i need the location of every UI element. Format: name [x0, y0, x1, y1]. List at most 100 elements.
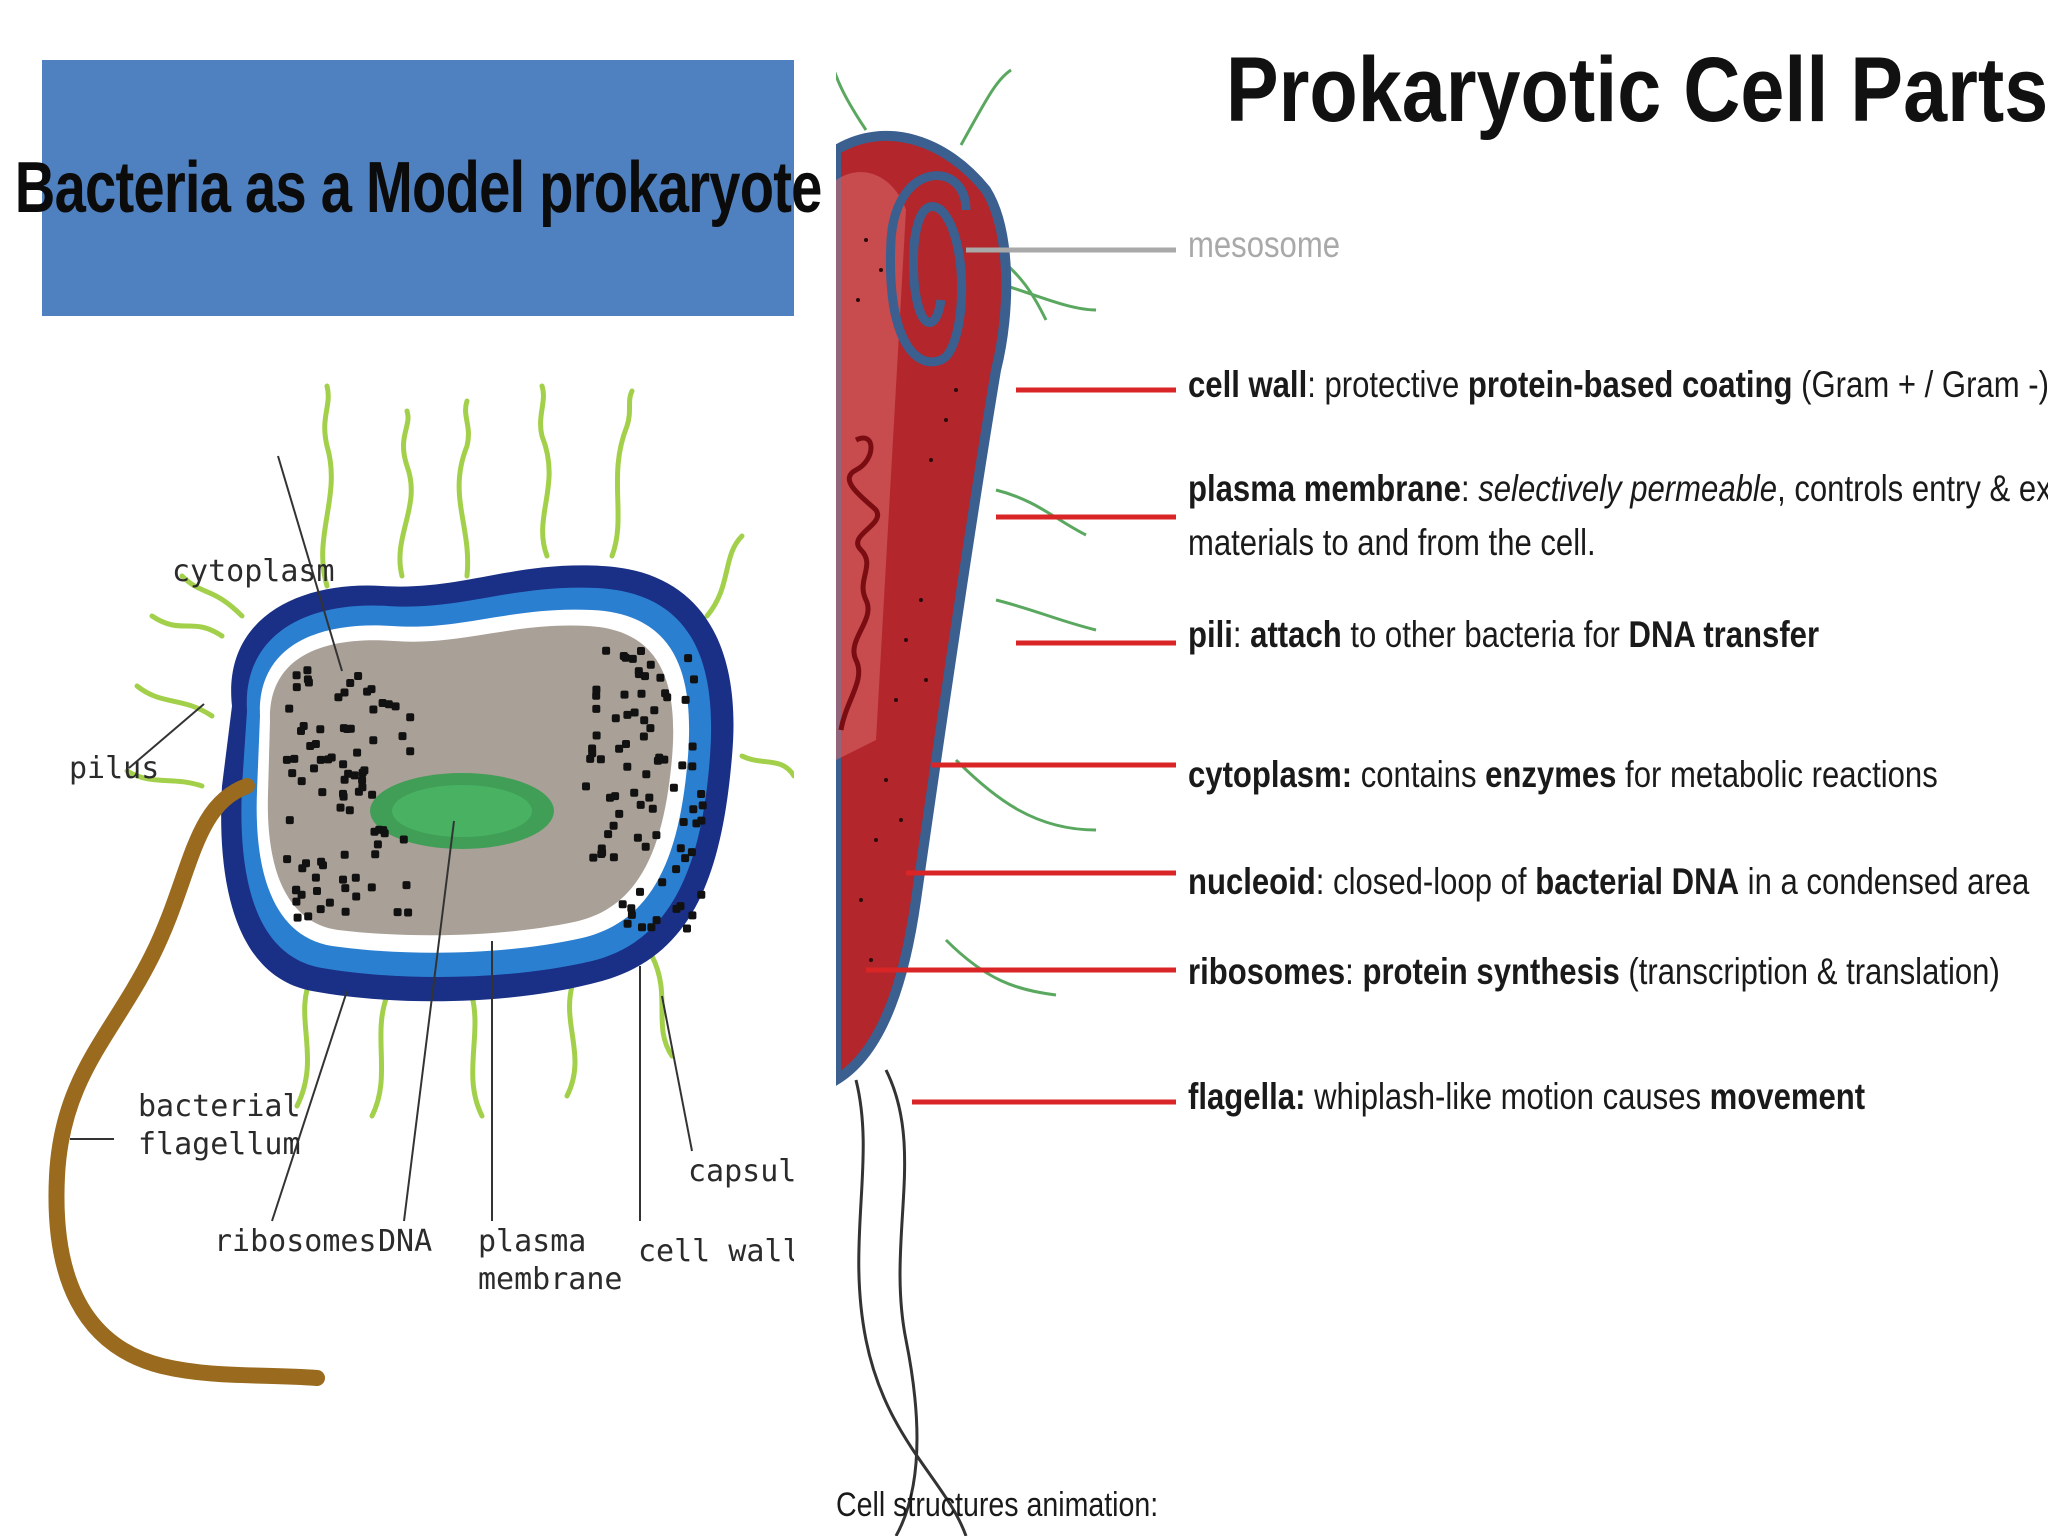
- ribosome-dot: [298, 864, 307, 873]
- ribosome-dot: [592, 704, 601, 713]
- sep-pili: :: [1232, 614, 1251, 655]
- ribosome-dot: [398, 732, 407, 741]
- ribosome-dot: [623, 762, 632, 771]
- ribosome-dot: [679, 818, 688, 826]
- ribosome-dot: [582, 782, 590, 791]
- ribosome-dot: [391, 702, 400, 711]
- ribosome-dot: [339, 789, 347, 798]
- rest-ribosomes: (transcription & translation): [1619, 951, 2000, 992]
- part-cytoplasm: cytoplasm: contains enzymes for metaboli…: [1188, 748, 1938, 802]
- ribosome-dot: [402, 881, 411, 890]
- ribosome-dot: [627, 904, 636, 913]
- line2-plasma-membrane: materials to and from the cell.: [1188, 521, 1596, 563]
- ribosome-dot: [303, 666, 312, 675]
- label-dna: DNA: [378, 1224, 432, 1259]
- ribosome-dot: [283, 855, 292, 864]
- ribosome-dot: [611, 714, 620, 723]
- ribosome-dot: [618, 900, 627, 909]
- label-cytoplasm: cytoplasm: [172, 554, 335, 589]
- sep-cell-wall: : protective: [1307, 364, 1468, 405]
- label-mesosome: mesosome: [1188, 224, 1341, 265]
- ribosome-dot: [672, 865, 681, 874]
- ribosome-dot: [621, 653, 630, 662]
- ribosome-dot: [399, 835, 408, 844]
- bold-pili: attach: [1250, 614, 1342, 655]
- flagellum: [48, 778, 325, 1386]
- footer-animation-label: Cell structures animation:: [836, 1486, 1159, 1524]
- ribosome-dot: [292, 897, 301, 906]
- ribosome-dot: [384, 700, 393, 709]
- ribosome-dot: [672, 904, 681, 913]
- ribosome-dot: [325, 898, 334, 907]
- mid-pili: to other bacteria for: [1341, 614, 1629, 655]
- ribosome-dot: [656, 673, 665, 682]
- ribosome-dot: [690, 675, 698, 684]
- ribosome-dot: [351, 873, 360, 882]
- bold-cell-wall: protein-based coating: [1467, 364, 1793, 405]
- ribosome-dot: [282, 755, 291, 764]
- ribosome-dot: [345, 806, 354, 815]
- ribosome-dot: [340, 850, 349, 859]
- ribosome-dot: [597, 844, 606, 853]
- ribosome-dot: [645, 793, 654, 802]
- term-cytoplasm: cytoplasm:: [1188, 754, 1353, 795]
- ribosome-dot: [604, 830, 613, 839]
- ribosome-dot: [688, 742, 697, 751]
- ribosome-dot: [639, 732, 648, 741]
- ribosome-dot: [317, 857, 326, 866]
- ribosome-dot: [340, 688, 349, 697]
- ribosome-dot: [393, 908, 402, 917]
- ribosome-dot: [658, 878, 667, 887]
- ribosome-dot: [684, 654, 693, 663]
- term-nucleoid: nucleoid: [1188, 861, 1316, 902]
- ribosome-dot: [620, 690, 629, 699]
- mid-flagella: whiplash-like motion causes: [1305, 1076, 1710, 1117]
- ribosome-dot: [615, 744, 624, 753]
- ribosome-dot: [404, 908, 413, 917]
- prokaryotic-cell-illustration: [836, 68, 1176, 1536]
- ribosome-dot: [304, 912, 313, 921]
- term-pili: pili: [1188, 614, 1233, 655]
- ribosome-dot: [297, 777, 306, 786]
- ribosome-dot: [636, 800, 645, 809]
- ribosome-dot: [641, 672, 649, 681]
- label-capsule: capsule: [688, 1154, 794, 1189]
- ribosome-dot: [697, 790, 706, 798]
- ribosome-dot: [688, 762, 697, 771]
- ribosome-dot: [623, 919, 632, 928]
- ribosome-dot: [358, 776, 367, 785]
- ribosome-dot: [689, 805, 698, 814]
- ribosome-dot: [311, 873, 320, 882]
- part-ribosomes: ribosomes: protein synthesis (transcript…: [1188, 945, 2000, 999]
- ribosome-dot: [363, 687, 372, 696]
- ribosome-dot: [343, 725, 352, 733]
- ribosome-dot: [371, 850, 380, 859]
- ribosome-dot: [683, 924, 691, 933]
- ribosome-dot: [297, 890, 306, 899]
- ribosome-dot: [648, 804, 657, 813]
- ribosome-dot: [623, 710, 632, 719]
- ribosome-dot: [334, 693, 343, 702]
- bold-cytoplasm: enzymes: [1485, 754, 1617, 795]
- ribosome-dot: [306, 742, 315, 750]
- ribosome-dot: [602, 646, 611, 655]
- ribosome-dot: [697, 816, 706, 825]
- ribosome-dot: [406, 713, 415, 722]
- ribosome-dot: [622, 740, 630, 748]
- mid-nucleoid: : closed-loop of: [1315, 861, 1536, 902]
- ribosome-dot: [588, 744, 597, 753]
- label-cell-wall: cell wall: [638, 1234, 794, 1269]
- term-flagella: flagella:: [1188, 1076, 1306, 1117]
- ribosome-dot: [596, 755, 605, 764]
- bold2-pili: DNA transfer: [1628, 614, 1820, 655]
- ribosome-dot: [646, 724, 655, 733]
- ribosome-dot: [313, 887, 321, 895]
- ribosome-dot: [638, 923, 646, 932]
- ribosome-dot: [285, 704, 294, 713]
- ribosome-dot: [637, 647, 645, 655]
- ribosome-dot: [353, 748, 362, 757]
- term-cell-wall: cell wall: [1188, 364, 1308, 405]
- bold-nucleoid: bacterial DNA: [1535, 861, 1740, 902]
- part-flagella: flagella: whiplash-like motion causes mo…: [1188, 1070, 1865, 1124]
- ribosome-dot: [627, 910, 636, 919]
